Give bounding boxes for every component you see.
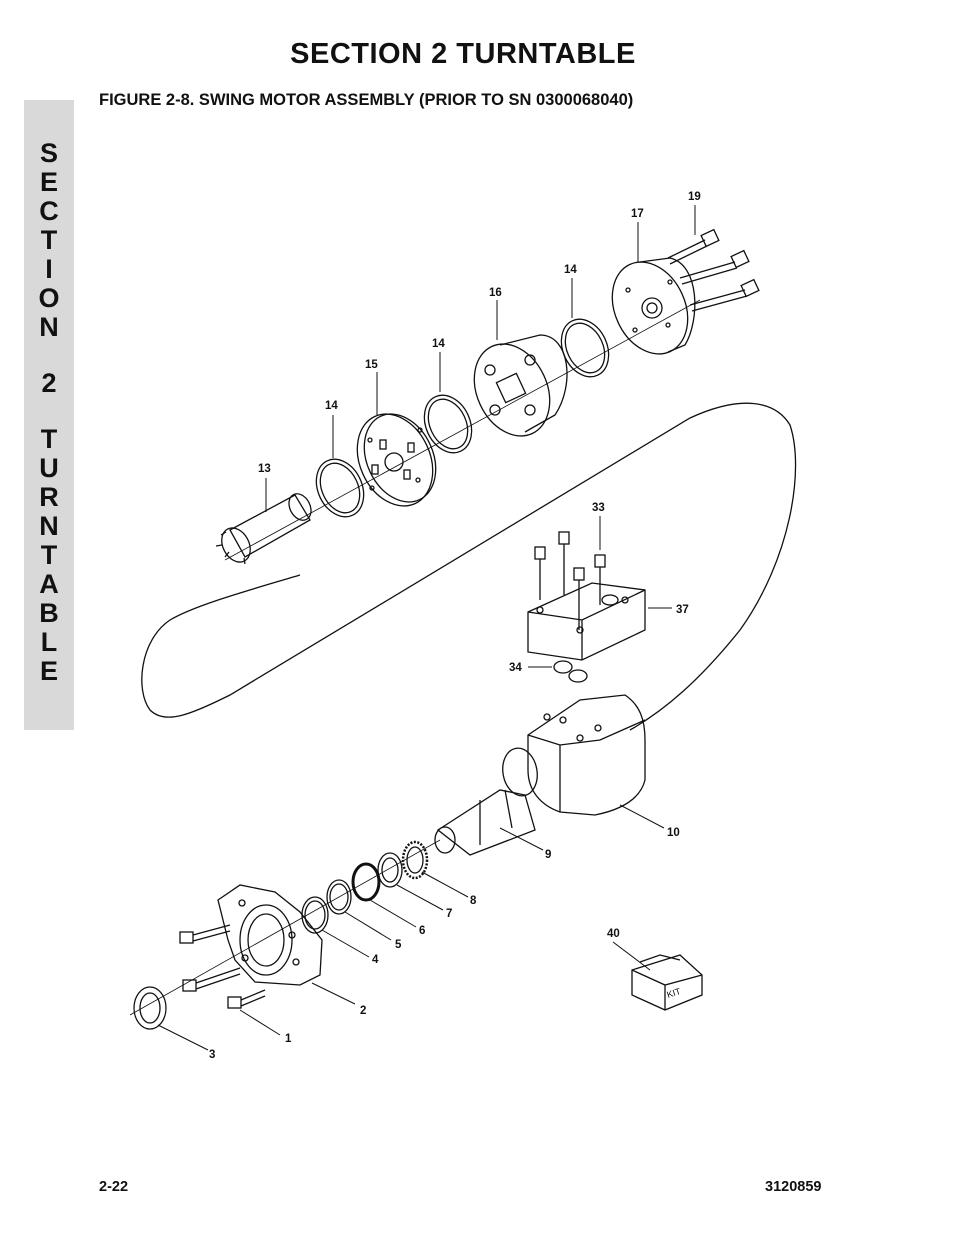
page-number: 2-22	[99, 1179, 129, 1195]
callout-17: 17	[631, 208, 644, 220]
housing-10	[502, 694, 646, 816]
callout-1: 1	[285, 1033, 292, 1045]
o-ring-6	[351, 862, 381, 902]
callout-14b: 14	[432, 338, 445, 350]
side-tab-letter: R	[39, 482, 59, 512]
side-tab-letter: S	[39, 138, 58, 168]
callout-16: 16	[489, 287, 502, 299]
block-bolts-33	[534, 531, 606, 630]
side-tab-letter: U	[39, 453, 59, 483]
assembly-loop-line	[141, 402, 797, 731]
callout-3: 3	[209, 1049, 215, 1061]
output-shaft-9	[434, 789, 536, 856]
backup-ring-5	[326, 879, 352, 915]
seal-ring-14-b	[423, 394, 473, 454]
callout-34: 34	[509, 662, 522, 674]
side-tab-letter: 2	[41, 368, 57, 398]
seal-ring-14-c	[560, 318, 610, 378]
callout-33: 33	[592, 502, 605, 514]
side-tab-letter: A	[39, 569, 59, 599]
geroler-16	[473, 334, 568, 437]
callout-40: 40	[607, 928, 620, 940]
o-ring-34-a	[553, 660, 573, 674]
thrust-bearing-8	[401, 840, 429, 880]
side-tab-letter: E	[39, 656, 58, 686]
document-number: 3120859	[765, 1179, 822, 1195]
side-tab-letter: I	[45, 254, 53, 284]
flange-bolts-1	[179, 924, 266, 1009]
o-ring-34-b	[568, 669, 588, 683]
side-tab-letter: T	[40, 225, 58, 255]
leader-lines	[157, 205, 696, 1051]
callout-13: 13	[258, 463, 271, 475]
callout-7: 7	[446, 908, 452, 920]
section-title: SECTION 2 TURNTABLE	[290, 38, 636, 70]
side-tab-letter: N	[39, 312, 59, 342]
section-side-tab: S E C T I O N 2 T U R N T A B L E	[24, 100, 74, 730]
valve-plate-15	[356, 413, 437, 507]
side-tab-letter: T	[40, 424, 58, 454]
valve-block-37	[527, 582, 646, 661]
callout-10: 10	[667, 827, 680, 839]
callout-2: 2	[360, 1005, 366, 1017]
thrust-washer-7	[377, 852, 403, 888]
drive-shaft-13	[215, 493, 312, 565]
side-tab-letter: T	[40, 540, 58, 570]
callout-37: 37	[676, 604, 689, 616]
callout-5: 5	[395, 939, 402, 951]
side-tab-letter: C	[39, 196, 59, 226]
callout-14a: 14	[325, 400, 338, 412]
dust-seal-3	[133, 986, 167, 1030]
end-cover-17	[611, 257, 696, 355]
callout-6: 6	[419, 925, 425, 937]
callout-9: 9	[545, 849, 551, 861]
figure-caption: FIGURE 2-8. SWING MOTOR ASSEMBLY (PRIOR …	[99, 91, 634, 109]
cap-screws-19	[667, 228, 760, 312]
seal-kit-box-40	[631, 954, 703, 1011]
side-tab-letter: L	[40, 627, 58, 657]
callout-14c: 14	[564, 264, 577, 276]
kit-box-label: KIT	[666, 986, 683, 1000]
callout-15: 15	[365, 359, 378, 371]
side-tab-letter: B	[39, 598, 59, 628]
side-tab-letter: E	[39, 167, 58, 197]
seal-ring-14-a	[315, 458, 365, 518]
side-tab-letter: N	[39, 511, 59, 541]
seal-4	[301, 896, 329, 934]
mounting-flange-2	[217, 884, 323, 986]
callout-4: 4	[372, 954, 379, 966]
callout-8: 8	[470, 895, 477, 907]
side-tab-letter: O	[38, 283, 60, 313]
callout-19: 19	[688, 191, 701, 203]
